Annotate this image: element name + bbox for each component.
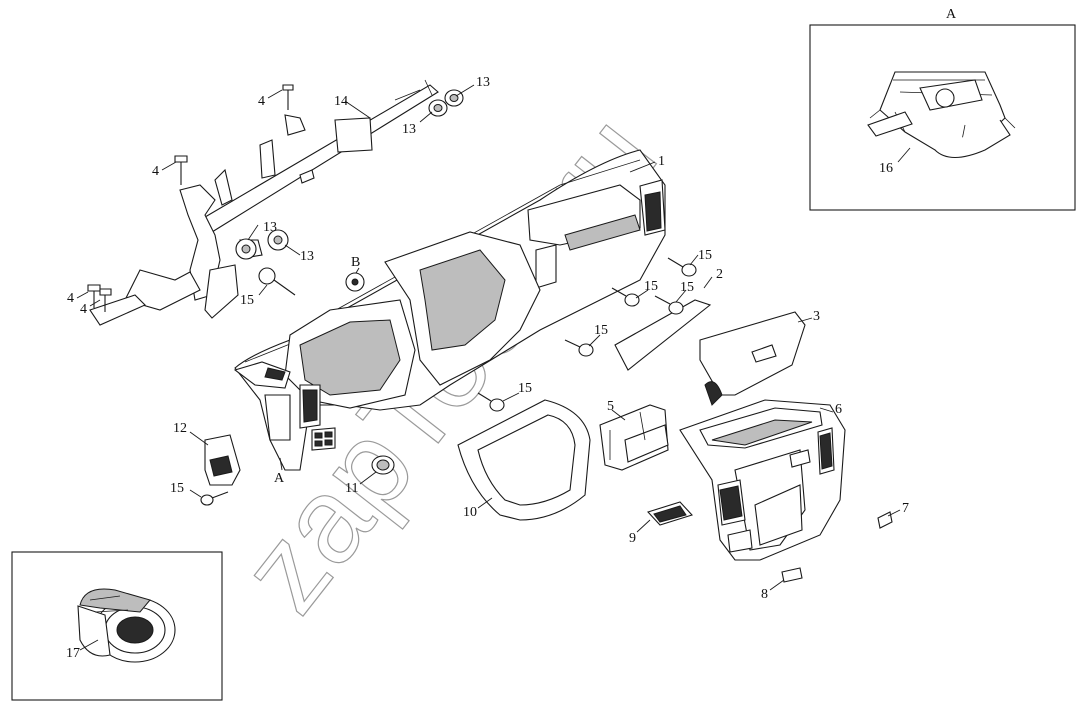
label-15-center: 15: [518, 381, 532, 396]
screw-15-right-b: [611, 287, 640, 307]
label-10: 10: [463, 505, 477, 520]
leader-lines: [76, 84, 901, 591]
vent-part-17: [77, 588, 176, 663]
label-4-top: 4: [258, 94, 265, 109]
label-a: A: [274, 471, 285, 486]
screw-15-left: [200, 491, 229, 506]
label-7: 7: [902, 501, 909, 516]
cover-11: [371, 455, 395, 475]
cross-car-beam-14: [89, 79, 439, 326]
label-15-right-c: 15: [644, 279, 658, 294]
label-4-lower-a: 4: [67, 291, 74, 306]
label-13-upper-left: 13: [402, 122, 416, 137]
label-14: 14: [334, 94, 348, 109]
bolt-4-top: [282, 84, 294, 110]
label-12: 12: [173, 421, 187, 436]
label-4-left: 4: [152, 164, 159, 179]
inset-17: 17: [11, 551, 223, 701]
bolt-4-left: [174, 155, 188, 185]
inset-a-title: A: [946, 7, 957, 22]
cap-7: [877, 511, 893, 529]
screw-15-mid: [258, 267, 296, 296]
cap-8: [781, 567, 803, 583]
label-1: 1: [658, 154, 665, 169]
clip-part-16: [867, 71, 1016, 159]
panel-12: [204, 434, 241, 486]
label-15-lower-center: 15: [594, 323, 608, 338]
label-8: 8: [761, 587, 768, 602]
label-17: 17: [66, 646, 80, 661]
instrument-panel-1: [233, 149, 666, 471]
screw-15-lower-center: [564, 339, 594, 357]
screw-15-right-a: [667, 257, 697, 277]
label-4-lower-b: 4: [80, 302, 87, 317]
glovebox-lid-2: [614, 299, 712, 371]
leader-16: [897, 147, 911, 163]
label-15-right-a: 15: [698, 248, 712, 263]
label-3: 3: [813, 309, 820, 324]
cluster-hood-10: [457, 399, 591, 521]
bolt-4-lower: [87, 284, 112, 312]
radio-bracket-5: [599, 404, 669, 471]
label-2: 2: [716, 267, 723, 282]
screw-15-center: [477, 392, 505, 412]
inset-17-frame: [11, 551, 223, 701]
leader-17: [79, 639, 99, 651]
label-9: 9: [629, 531, 636, 546]
callout-labels: 1 2 3 4 4 4 4 5 6 7 8 9 10 11 12 13 13 1…: [67, 75, 909, 602]
clip-b: [345, 272, 365, 292]
label-13-lower-right: 13: [300, 249, 314, 264]
inset-a: A 16: [809, 7, 1076, 211]
nuts-13-lower: [235, 229, 289, 260]
label-5: 5: [607, 399, 614, 414]
inset-a-frame: [809, 24, 1076, 211]
nuts-13-upper: [428, 89, 464, 117]
label-13-upper-right: 13: [476, 75, 490, 90]
label-b: B: [351, 255, 360, 270]
label-15-mid: 15: [240, 293, 254, 308]
label-15-right-b: 15: [680, 280, 694, 295]
label-13-lower-top: 13: [263, 220, 277, 235]
tray-9: [647, 501, 693, 526]
label-6: 6: [835, 402, 842, 417]
glovebox-3: [699, 311, 806, 406]
label-16: 16: [879, 161, 893, 176]
label-11: 11: [345, 481, 358, 496]
center-bezel-6: [679, 399, 846, 561]
label-15-left: 15: [170, 481, 184, 496]
